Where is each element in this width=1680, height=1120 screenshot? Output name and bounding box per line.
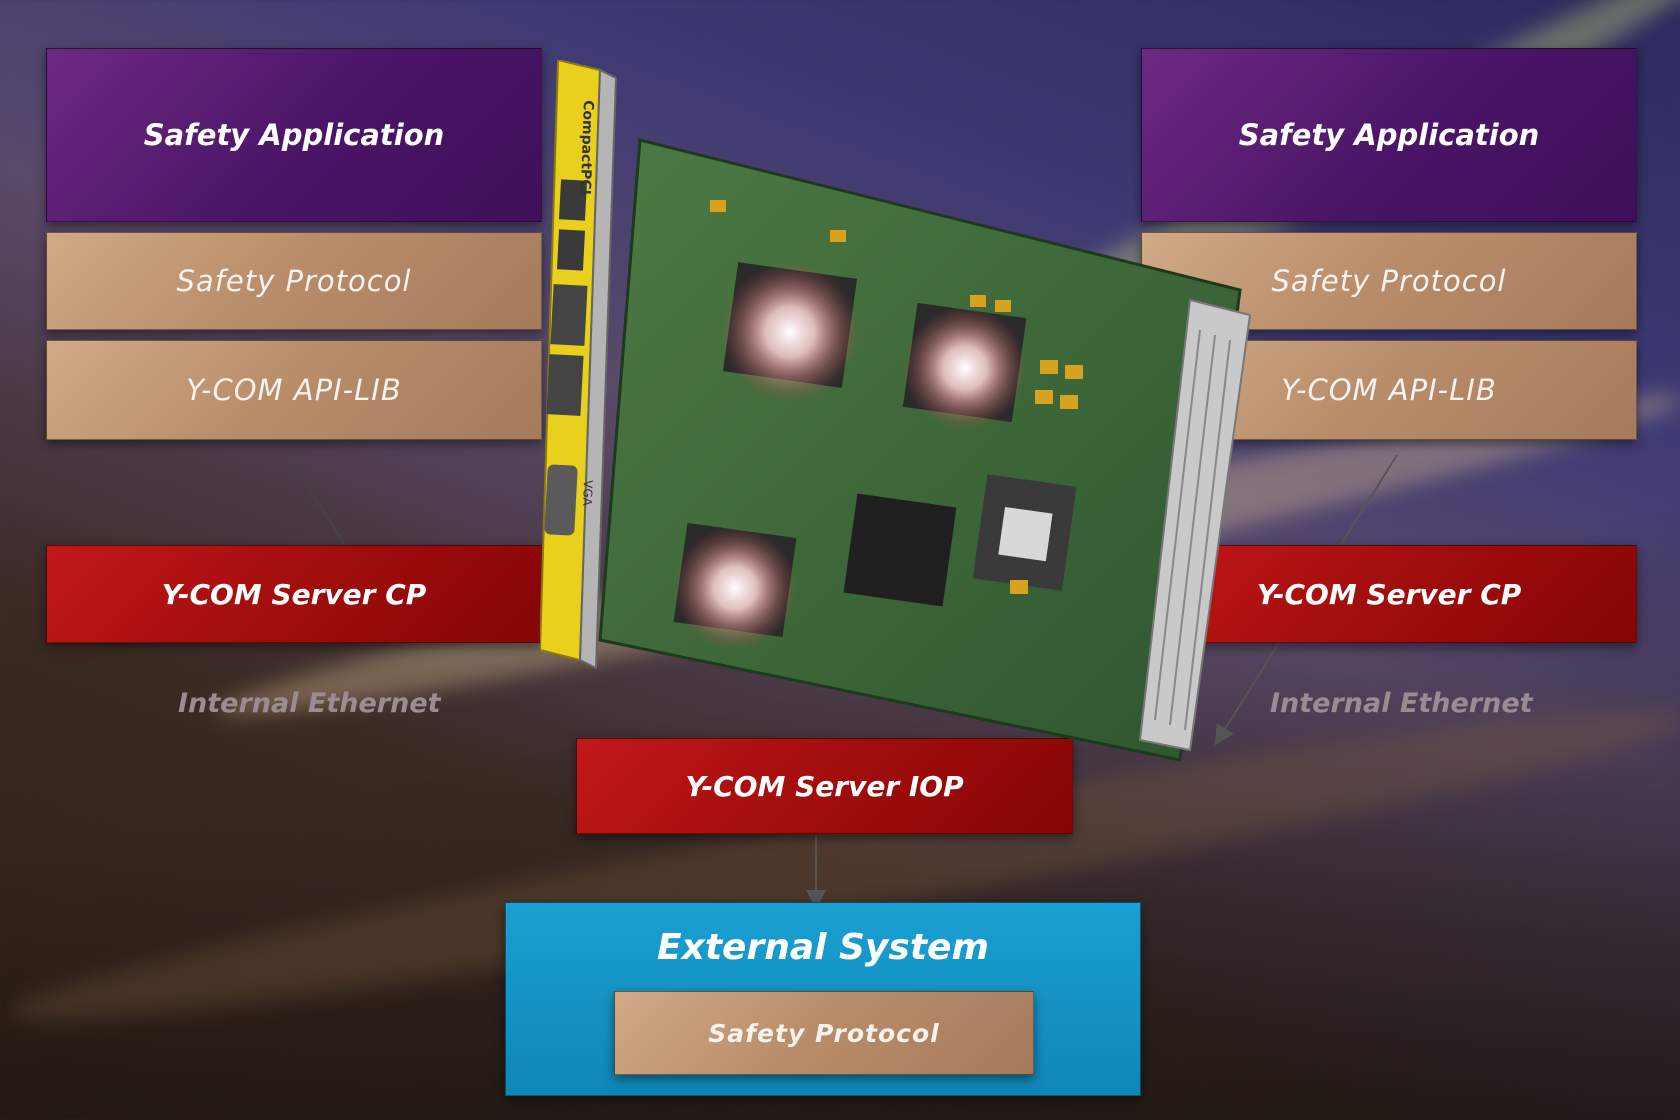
right-safety-application-label: Safety Application [1238, 118, 1540, 152]
left-ycom-api-lib-label: Y-COM API-LIB [186, 373, 402, 407]
left-api-connector [287, 454, 346, 546]
left-ycom-server-cp: Y-COM Server CP [46, 545, 542, 643]
ycom-server-iop-label: Y-COM Server IOP [685, 769, 964, 803]
external-system-title: External System [657, 927, 989, 968]
left-ycom-server-cp-label: Y-COM Server CP [161, 577, 427, 611]
ethernet-port [550, 284, 588, 346]
right-ycom-server-cp-label: Y-COM Server CP [1256, 577, 1522, 611]
panel-brand-text: CompactPCI [577, 100, 596, 195]
right-safety-application: Safety Application [1141, 48, 1637, 222]
external-system: External System Safety Protocol [505, 902, 1141, 1096]
chip-glow [903, 306, 1027, 430]
usb-port [558, 179, 588, 221]
ycom-server-iop: Y-COM Server IOP [576, 738, 1073, 834]
usb-port [556, 229, 586, 271]
right-safety-protocol-label: Safety Protocol [1271, 264, 1507, 298]
right-ycom-server-cp: Y-COM Server CP [1141, 545, 1637, 643]
vga-port [544, 464, 578, 536]
left-ycom-api-lib: Y-COM API-LIB [46, 340, 542, 440]
panel-rail [578, 68, 618, 670]
right-internal-ethernet-label: Internal Ethernet [1270, 688, 1533, 719]
left-safety-protocol-label: Safety Protocol [176, 264, 412, 298]
pcb [598, 138, 1242, 762]
ethernet-port [546, 354, 584, 416]
controller-chip [843, 493, 957, 607]
chip-glow [720, 262, 860, 402]
left-internal-ethernet-label: Internal Ethernet [178, 688, 441, 719]
left-safety-application: Safety Application [46, 48, 542, 222]
left-safety-application-label: Safety Application [143, 118, 445, 152]
left-safety-protocol: Safety Protocol [46, 232, 542, 330]
chip-glow [673, 526, 797, 650]
external-safety-protocol: Safety Protocol [614, 991, 1034, 1075]
bridge-chip-label [998, 506, 1053, 562]
compactpci-board: CompactPCI VGA [540, 60, 1252, 762]
vga-port-label: VGA [580, 480, 595, 507]
right-ycom-api-lib-label: Y-COM API-LIB [1281, 373, 1497, 407]
external-safety-protocol-label: Safety Protocol [708, 1018, 940, 1048]
